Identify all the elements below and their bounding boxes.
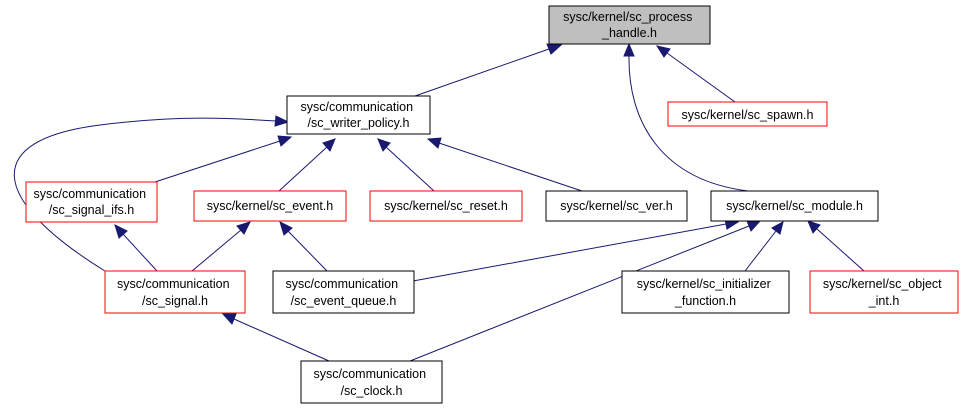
edge-reset-to-writer-policy	[377, 138, 435, 192]
svg-text:sysc/kernel/sc_reset.h: sysc/kernel/sc_reset.h	[384, 199, 508, 213]
svg-text:sysc/kernel/sc_process: sysc/kernel/sc_process _handle.h	[563, 10, 696, 40]
edge-ver-to-writer-policy	[426, 137, 583, 192]
svg-text:sysc/communication /sc: sysc/communication /sc_writer_policy.h	[300, 100, 416, 130]
svg-text:sysc/communication /sc: sysc/communication /sc_clock.h	[313, 367, 429, 398]
edge-module-to-process-handle	[623, 42, 749, 192]
svg-text:sysc/kernel/sc_initializer: sysc/kernel/sc_initializer _function.h	[637, 277, 775, 308]
edge-signal-ifs-to-writer-policy	[154, 135, 293, 183]
edge-clock-to-signal	[221, 313, 330, 362]
edge-signal-to-event	[191, 221, 251, 272]
edge-object-int-to-module	[807, 220, 865, 272]
svg-text:sysc/kernel/sc_event.h: sysc/kernel/sc_event.h	[207, 199, 333, 213]
svg-text:sysc/communication /sc: sysc/communication /sc_signal.h	[117, 277, 233, 308]
svg-text:sysc/kernel/sc_ver.h: sysc/kernel/sc_ver.h	[560, 199, 673, 213]
nodes: sysc/kernel/sc_process _handle.h sysc/co…	[25, 5, 959, 404]
node-sc-event[interactable]: sysc/kernel/sc_event.h	[193, 190, 347, 222]
svg-text:sysc/kernel/sc_object: sysc/kernel/sc_object _int.h	[823, 277, 945, 308]
edge-signal-to-signal-ifs	[114, 224, 158, 272]
node-sc-initializer-function[interactable]: sysc/kernel/sc_initializer _function.h	[621, 270, 790, 314]
svg-text:sysc/kernel/sc_spawn.h: sysc/kernel/sc_spawn.h	[681, 108, 813, 122]
node-sc-event-queue[interactable]: sysc/communication /sc_event_queue.h	[272, 270, 415, 314]
node-sc-reset[interactable]: sysc/kernel/sc_reset.h	[369, 190, 523, 222]
edge-writer-policy-to-process-handle	[414, 43, 563, 97]
node-sc-process-handle[interactable]: sysc/kernel/sc_process _handle.h	[548, 5, 711, 45]
node-sc-clock[interactable]: sysc/communication /sc_clock.h	[300, 360, 443, 404]
svg-text:sysc/communication /sc: sysc/communication /sc_signal_ifs.h	[33, 187, 149, 217]
svg-text:sysc/communication /sc: sysc/communication /sc_event_queue.h	[285, 277, 401, 308]
edge-spawn-to-process-handle	[655, 45, 736, 103]
edge-initializer-to-module	[744, 221, 784, 272]
node-sc-spawn[interactable]: sysc/kernel/sc_spawn.h	[667, 101, 828, 127]
edge-event-to-writer-policy	[278, 138, 336, 192]
edge-event-queue-to-event	[279, 221, 328, 272]
svg-text:sysc/kernel/sc_module.h: sysc/kernel/sc_module.h	[726, 199, 863, 213]
node-sc-signal-ifs[interactable]: sysc/communication /sc_signal_ifs.h	[25, 181, 158, 223]
node-sc-signal[interactable]: sysc/communication /sc_signal.h	[104, 270, 246, 314]
node-sc-object-int[interactable]: sysc/kernel/sc_object _int.h	[809, 270, 959, 314]
node-sc-ver[interactable]: sysc/kernel/sc_ver.h	[545, 190, 688, 222]
node-sc-writer-policy[interactable]: sysc/communication /sc_writer_policy.h	[286, 95, 431, 135]
node-sc-module[interactable]: sysc/kernel/sc_module.h	[710, 190, 879, 222]
edges	[13, 42, 865, 362]
